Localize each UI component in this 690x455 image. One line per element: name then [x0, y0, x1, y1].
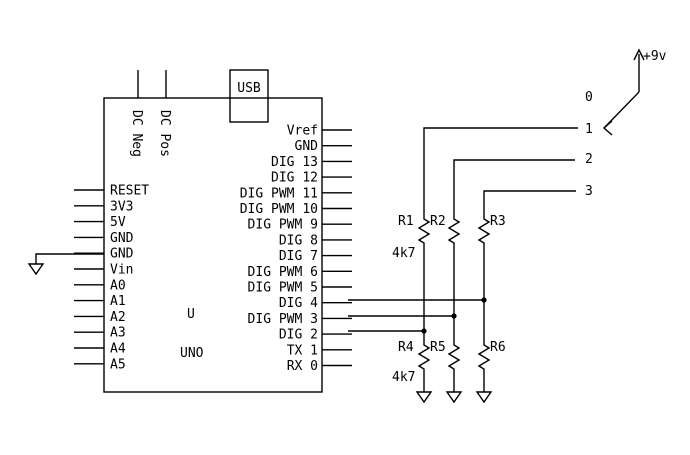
switch-terminal-1: 1 [585, 122, 593, 137]
junction-dig4 [481, 297, 487, 303]
junction-dig3 [451, 313, 457, 319]
right-pin-label: DIG PWM 9 [248, 218, 318, 233]
label-value-bottom: 4k7 [392, 370, 415, 385]
right-pin-label: DIG PWM 6 [248, 265, 318, 280]
left-pin-label: RESET [110, 184, 149, 199]
right-pin-label: DIG 13 [271, 155, 318, 170]
label-value-top: 4k7 [392, 246, 415, 261]
right-pin-label: DIG PWM 11 [240, 186, 318, 201]
board-name: UNO [180, 346, 204, 361]
switch-terminal-0: 0 [585, 90, 593, 105]
right-pin-label: DIG PWM 5 [248, 281, 318, 296]
dc-pos-label: DC Pos [157, 110, 172, 157]
gnd-wire [35, 253, 104, 264]
left-pin-label: GND [110, 247, 134, 262]
wire-sw1-r1 [423, 127, 578, 214]
left-pin-label: Vin [110, 263, 133, 278]
right-pin-label: TX 1 [287, 343, 318, 358]
label-r5: R5 [430, 340, 446, 355]
label-r4: R4 [398, 340, 414, 355]
left-pin-label: A3 [110, 326, 126, 341]
resistor-r2 [447, 214, 461, 246]
label-r6: R6 [490, 340, 506, 355]
ground-symbol-r6 [475, 391, 493, 404]
right-pin-label: DIG 7 [279, 249, 318, 264]
board-ref: U [187, 307, 195, 322]
left-pin-label: A1 [110, 294, 126, 309]
switch-terminal-3: 3 [585, 184, 593, 199]
label-r3: R3 [490, 214, 506, 229]
right-pin-label: DIG 12 [271, 171, 318, 186]
right-pin-label: RX 0 [287, 359, 318, 374]
resistor-r4 [417, 340, 431, 372]
resistor-r5 [447, 340, 461, 372]
ground-symbol [27, 263, 45, 276]
usb-connector [229, 69, 269, 123]
right-pin-label: GND [295, 139, 319, 154]
supply-arrow-icon [633, 48, 645, 61]
board-outline [103, 97, 323, 393]
ground-symbol-r5 [445, 391, 463, 404]
left-pin-label: A4 [110, 342, 126, 357]
switch-arrow-icon [602, 120, 613, 136]
wire-sw2-r2 [453, 159, 575, 214]
junction-dig2 [421, 328, 427, 334]
resistor-r1 [417, 214, 431, 246]
resistor-r6 [477, 340, 491, 372]
resistor-r3 [477, 214, 491, 246]
left-pin-label: 5V [110, 215, 126, 230]
switch-terminal-2: 2 [585, 152, 593, 167]
right-pin-label: DIG 4 [279, 296, 318, 311]
right-pin-label: DIG PWM 3 [248, 312, 318, 327]
left-pin-label: A0 [110, 278, 126, 293]
left-pin-label: GND [110, 231, 134, 246]
usb-label: USB [237, 81, 261, 96]
right-pin-label: DIG PWM 10 [240, 202, 318, 217]
right-pin-label: DIG 8 [279, 233, 318, 248]
left-pin-label: A2 [110, 310, 126, 325]
left-pin-label: 3V3 [110, 199, 133, 214]
ground-symbol-r4 [415, 391, 433, 404]
wire-sw3-r3 [483, 190, 576, 214]
right-pin-label: Vref [287, 124, 318, 139]
supply-label: +9v [643, 49, 667, 64]
right-pin-label: DIG 2 [279, 328, 318, 343]
left-pin-label: A5 [110, 357, 126, 372]
label-r2: R2 [430, 214, 446, 229]
label-r1: R1 [398, 214, 414, 229]
dc-neg-label: DC Neg [129, 110, 144, 157]
